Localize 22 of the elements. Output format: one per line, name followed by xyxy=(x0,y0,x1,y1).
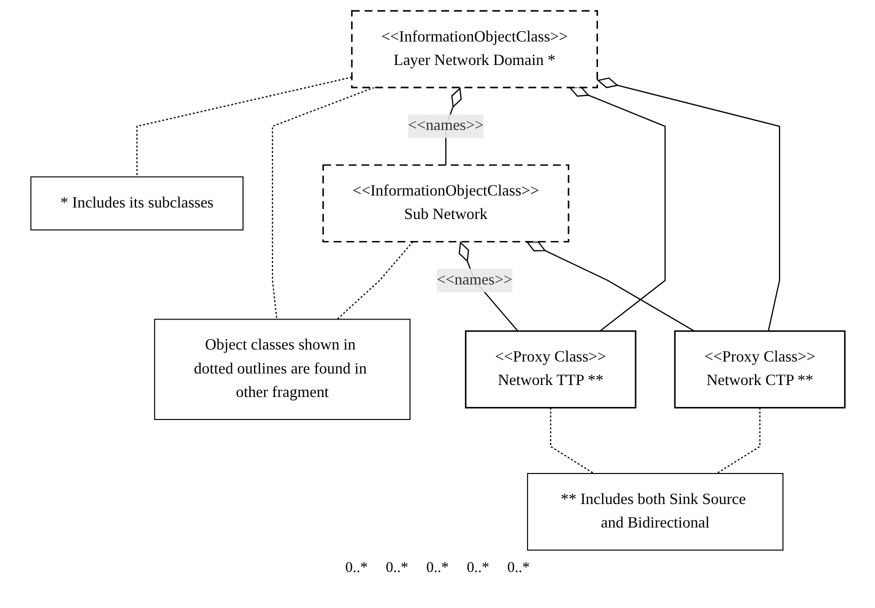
node-box: <<Proxy Class>> Network TTP ** xyxy=(464,330,636,408)
node-box: * Includes its subclasses xyxy=(30,176,244,230)
multiplicity-label: 0..* xyxy=(466,560,490,577)
connector xyxy=(596,77,780,331)
node-box: <<InformationObjectClass>> Sub Network xyxy=(322,164,569,242)
connector xyxy=(336,240,413,320)
connector xyxy=(550,407,594,474)
node-box: ** Includes both Sink Source and Bidirectional xyxy=(526,472,784,550)
multiplicity-label: 0..* xyxy=(507,560,530,577)
edge-label: <<names>> xyxy=(436,271,512,288)
node-box: <<Proxy Class>> Network CTP ** xyxy=(674,330,846,408)
connector xyxy=(272,86,374,319)
edge-label: <<names>> xyxy=(408,116,484,134)
connector xyxy=(716,407,760,474)
multiplicity-label: 0..* xyxy=(426,560,449,577)
multiplicity-label: 0..* xyxy=(345,560,368,577)
connector xyxy=(526,240,694,332)
connector xyxy=(136,76,352,176)
node-box: <<InformationObjectClass>> Layer Network Domain * xyxy=(350,10,598,88)
connector xyxy=(568,86,666,332)
multiplicity-label: 0..* xyxy=(386,560,408,577)
node-box: Object classes shown in dotted outlines are found in other fragment xyxy=(154,318,410,420)
